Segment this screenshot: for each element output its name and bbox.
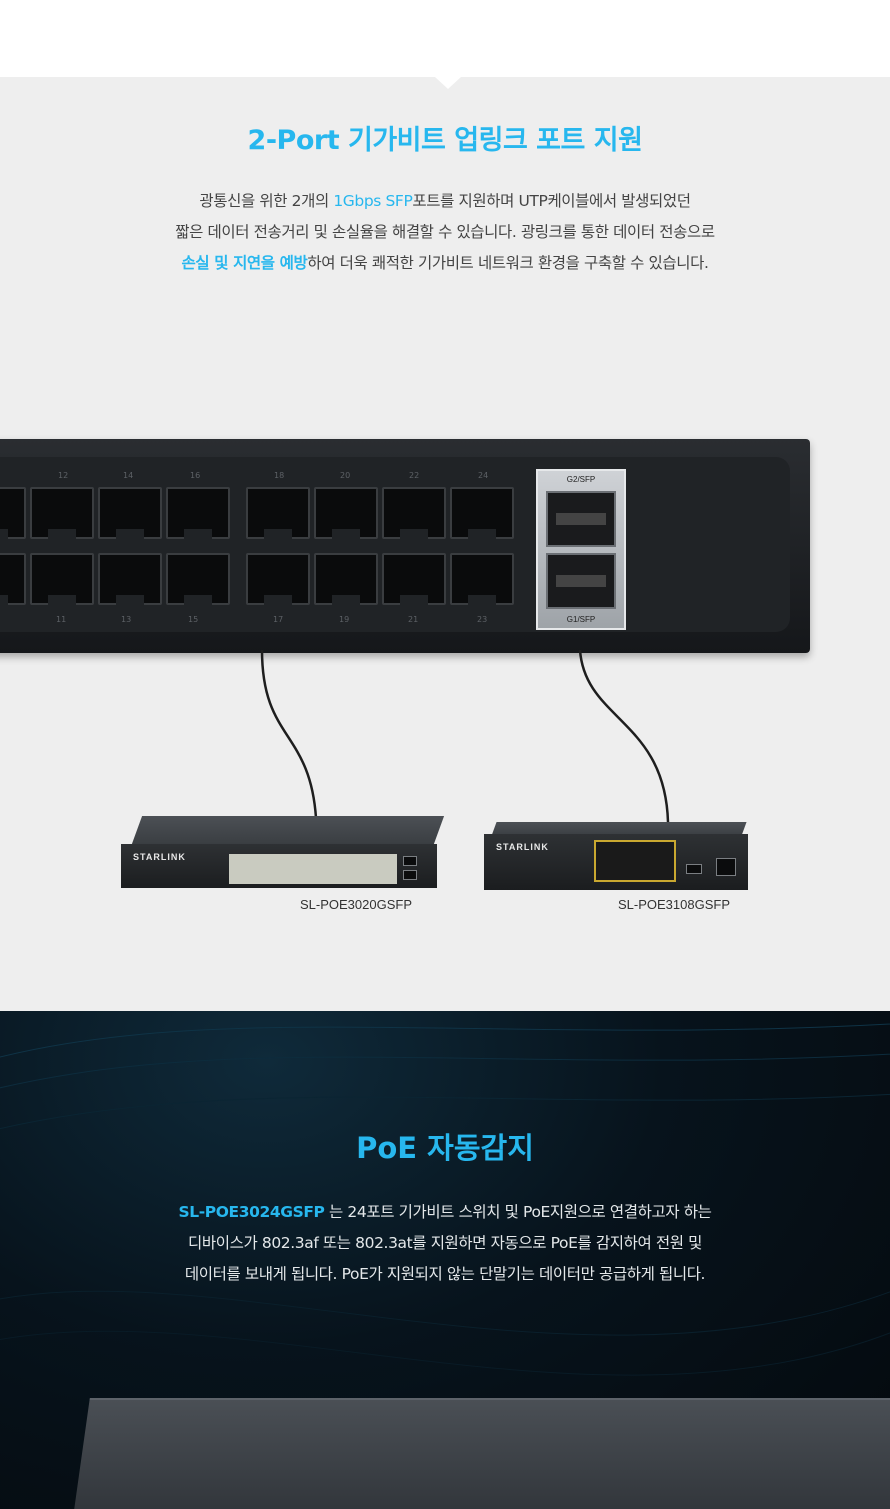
- switch-top-panel: [131, 816, 445, 844]
- rj45-port: [98, 553, 162, 605]
- switch-brand-logo: STARLINK: [496, 842, 549, 852]
- uplink-title: 2-Port 기가비트 업링크 포트 지원: [247, 125, 643, 156]
- rj45-port: [30, 487, 94, 539]
- rj45-port: [450, 487, 514, 539]
- background-wave-lines: [0, 1023, 890, 1376]
- uplink-desc-highlight: 손실 및 지연을 예방: [181, 254, 308, 272]
- uplink-desc-line-1: 광통신을 위한 2개의 1Gbps SFP포트를 지원하며 UTP케이블에서 발…: [0, 186, 890, 217]
- rj45-port: [382, 487, 446, 539]
- port-group-left: [0, 487, 230, 605]
- port-number: 24: [478, 471, 489, 480]
- sfp-slot: [546, 491, 616, 547]
- section-notch: [435, 77, 461, 89]
- mini-sfp-port: [686, 864, 702, 874]
- switch-image-poe3020: STARLINK: [121, 816, 445, 892]
- port-number: 14: [123, 471, 134, 480]
- mini-sfp-port: [403, 856, 417, 866]
- poe-title: PoE 자동감지: [356, 1131, 534, 1165]
- switch-model-label: SL-POE3020GSFP: [300, 897, 412, 912]
- port-number: 20: [340, 471, 351, 480]
- rj45-port: [0, 553, 26, 605]
- port-number: 12: [58, 471, 69, 480]
- port-number: 21: [408, 615, 419, 624]
- rj45-port: [246, 487, 310, 539]
- poe-desc-highlight: SL-POE3024GSFP: [178, 1203, 325, 1221]
- uplink-desc-line-3: 손실 및 지연을 예방하여 더욱 쾌적한 기가비트 네트워크 환경을 구축할 수…: [0, 248, 890, 279]
- mini-rj45-port: [716, 858, 736, 876]
- uplink-desc-highlight: 1Gbps SFP: [333, 192, 413, 210]
- sfp-top-label: G2/SFP: [566, 475, 596, 484]
- poe-description: SL-POE3024GSFP 는 24포트 기가비트 스위치 및 PoE지원으로…: [0, 1197, 890, 1290]
- port-number: 16: [190, 471, 201, 480]
- switch-image-poe3108: STARLINK: [484, 822, 748, 892]
- poe-desc-line-2: 디바이스가 802.3af 또는 802.3at를 지원하면 자동으로 PoE를…: [188, 1234, 702, 1252]
- top-strip: [0, 0, 890, 77]
- uplink-desc-line-2: 짧은 데이터 전송거리 및 손실율을 해결할 수 있습니다. 광링크를 통한 데…: [175, 223, 715, 241]
- switch-port-row: [229, 854, 397, 884]
- rj45-port: [314, 553, 378, 605]
- port-number: 19: [339, 615, 350, 624]
- poe-desc-line-1: SL-POE3024GSFP 는 24포트 기가비트 스위치 및 PoE지원으로…: [0, 1197, 890, 1228]
- switch-model-label: SL-POE3108GSFP: [618, 897, 730, 912]
- sfp-slot: [546, 553, 616, 609]
- switch-brand-logo: STARLINK: [133, 852, 186, 862]
- port-number: 18: [274, 471, 285, 480]
- uplink-desc-text: 광통신을 위한 2개의: [199, 192, 334, 210]
- mini-sfp-port: [403, 870, 417, 880]
- switch-device-partial-image: [70, 1398, 890, 1509]
- uplink-description: 광통신을 위한 2개의 1Gbps SFP포트를 지원하며 UTP케이블에서 발…: [0, 186, 890, 279]
- port-number: 23: [477, 615, 488, 624]
- rj45-port: [246, 553, 310, 605]
- uplink-desc-text: 하여 더욱 쾌적한 기가비트 네트워크 환경을 구축할 수 있습니다.: [307, 254, 709, 272]
- big-switch-faceplate: 12 14 16 18 20 22 24 11 13 15 17 19 21 2…: [0, 457, 790, 632]
- sfp-port-module: G2/SFP G1/SFP: [536, 469, 626, 630]
- rj45-port: [0, 487, 26, 539]
- port-number: 11: [56, 615, 67, 624]
- port-number: 22: [409, 471, 420, 480]
- uplink-desc-text: 포트를 지원하며 UTP케이블에서 발생되었던: [412, 192, 691, 210]
- rj45-port: [166, 487, 230, 539]
- port-number: 15: [188, 615, 199, 624]
- rj45-port: [450, 553, 514, 605]
- rj45-port: [98, 487, 162, 539]
- rj45-port: [314, 487, 378, 539]
- poe-desc-text: 는 24포트 기가비트 스위치 및 PoE지원으로 연결하고자 하는: [324, 1203, 712, 1221]
- switch-poe-port-block: [594, 840, 676, 882]
- port-group-right: [246, 487, 514, 605]
- rj45-port: [382, 553, 446, 605]
- rj45-port: [166, 553, 230, 605]
- sfp-bottom-label: G1/SFP: [566, 615, 596, 624]
- big-switch-image: 12 14 16 18 20 22 24 11 13 15 17 19 21 2…: [0, 439, 810, 653]
- poe-desc-line-3: 데이터를 보내게 됩니다. PoE가 지원되지 않는 단말기는 데이터만 공급하…: [184, 1265, 706, 1283]
- cable-right: [578, 649, 670, 823]
- port-number: 17: [273, 615, 284, 624]
- cable-left: [260, 649, 318, 819]
- rj45-port: [30, 553, 94, 605]
- fiber-cable-lines: [260, 649, 670, 823]
- port-number: 13: [121, 615, 132, 624]
